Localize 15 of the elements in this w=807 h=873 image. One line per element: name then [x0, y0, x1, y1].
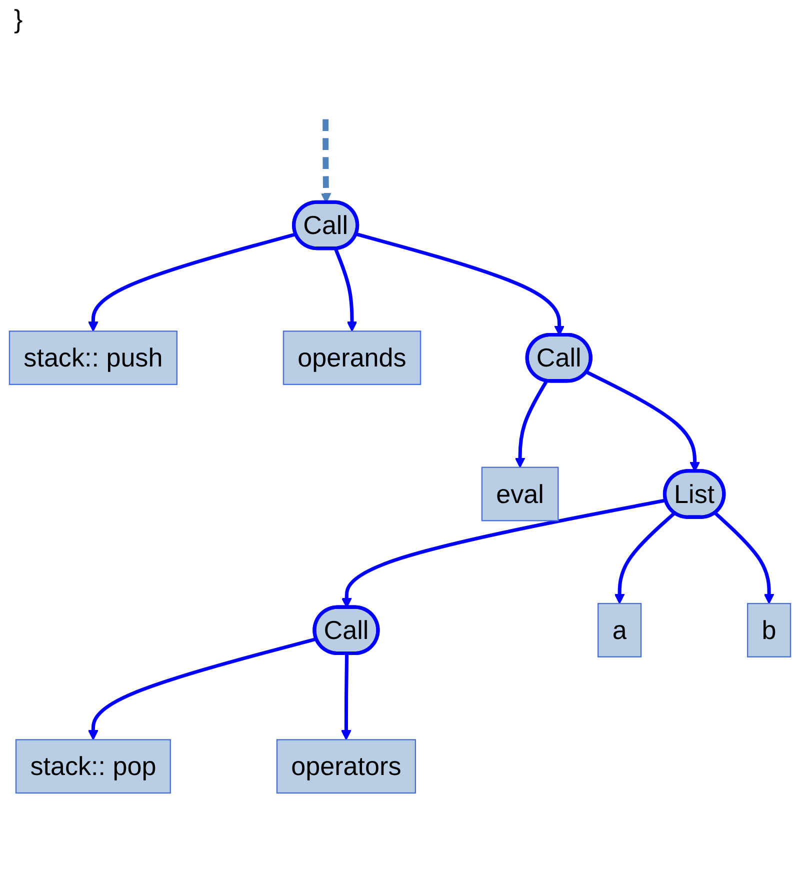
arrow	[714, 512, 774, 604]
arrow	[514, 380, 548, 468]
node-box: stack:: pop	[15, 739, 171, 794]
node-box: stack:: push	[8, 330, 178, 386]
node-box: operands	[282, 330, 422, 386]
arrow	[341, 654, 352, 740]
node-box: operators	[276, 739, 416, 794]
arrow	[614, 512, 676, 604]
arrow	[334, 248, 358, 332]
node-box: b	[747, 602, 792, 658]
arrow	[88, 637, 317, 740]
arrow	[88, 232, 296, 332]
code-brace: }	[14, 4, 23, 34]
node-box: a	[598, 602, 642, 658]
node-box: eval	[481, 466, 559, 522]
